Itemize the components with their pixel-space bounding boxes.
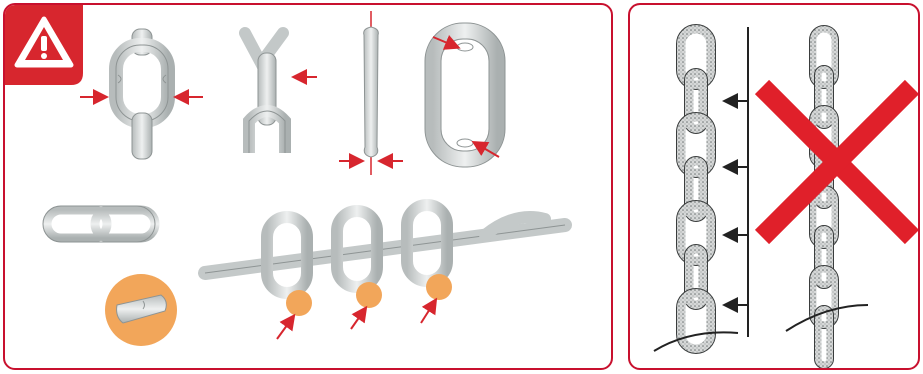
notch-detail-magnifier [105,274,177,346]
pinched-link-illustration [80,29,203,159]
link-defects-illustration [5,5,613,370]
chain-link [818,309,830,365]
warning-badge [5,5,83,85]
worn-link-illustration [339,11,403,175]
correct-chain-illustration [654,25,748,354]
chain-row-illustration [205,205,565,339]
left-panel [3,3,613,370]
chain-link [818,229,830,285]
horizontal-links-illustration [43,206,155,242]
inner-wear-link-illustration [425,23,505,167]
twisted-link-illustration [245,33,317,153]
chain-link [818,69,830,125]
right-panel [628,3,920,370]
chain-stretch-illustration [630,5,920,370]
